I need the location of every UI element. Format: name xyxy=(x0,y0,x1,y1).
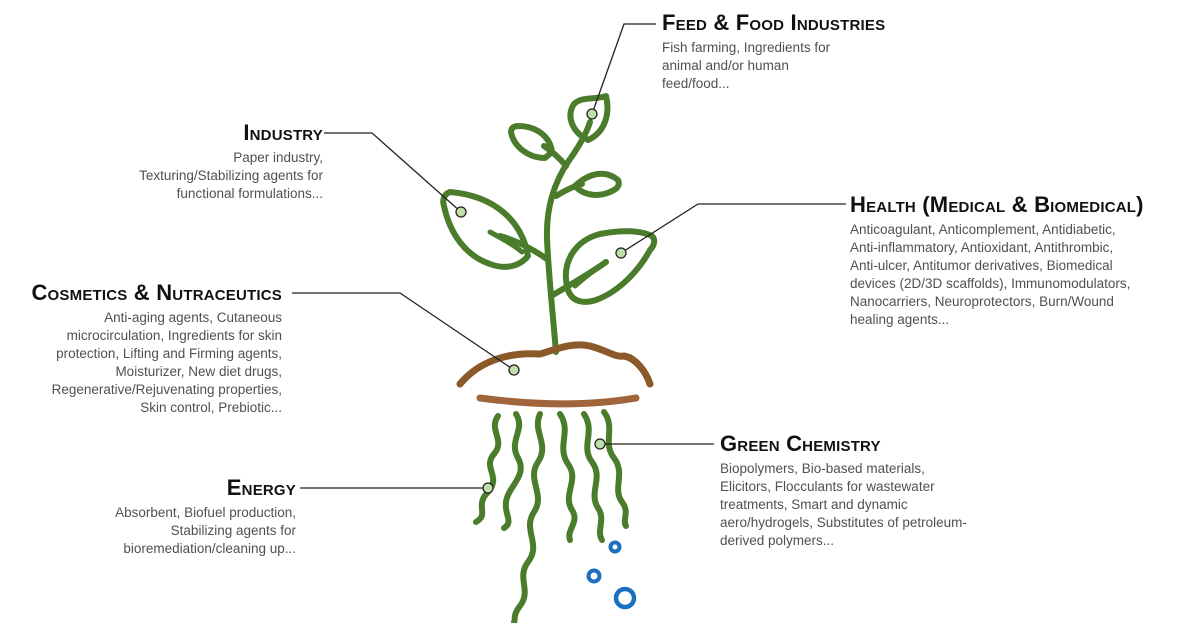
description-line: protection, Lifting and Firming agents, xyxy=(56,346,282,361)
dot-health xyxy=(615,247,627,259)
description-line: feed/food... xyxy=(662,76,730,91)
description-line: Regenerative/Rejuvenating properties, xyxy=(51,382,282,397)
root-2 xyxy=(501,411,524,531)
description-line: Skin control, Prebiotic... xyxy=(140,400,282,415)
leaf-right-big xyxy=(562,228,658,305)
water-bubble-large xyxy=(613,586,637,610)
description-line: bioremediation/cleaning up... xyxy=(123,541,296,556)
soil-line xyxy=(476,394,640,408)
leaf-left-big xyxy=(440,189,531,270)
section-green-chemistry: Green Chemistry Biopolymers, Bio-based m… xyxy=(720,432,1020,550)
section-title: Green Chemistry xyxy=(720,431,881,456)
leader-health xyxy=(620,203,846,254)
leaf-upper-left xyxy=(508,123,555,161)
description-line: Stabilizing agents for xyxy=(170,523,296,538)
description-line: Anti-ulcer, Antitumor derivatives, Biome… xyxy=(850,258,1113,273)
section-title: Industry xyxy=(243,120,323,145)
section-description: Anticoagulant, Anticomplement, Antidiabe… xyxy=(850,221,1175,329)
section-description: Paper industry, Texturing/Stabilizing ag… xyxy=(40,149,323,203)
root-4 xyxy=(557,411,578,543)
description-line: devices (2D/3D scaffolds), Immunomodulat… xyxy=(850,276,1131,291)
leaf-right-small xyxy=(572,170,622,198)
root-1 xyxy=(473,413,502,525)
leader-industry xyxy=(324,132,462,213)
section-description: Absorbent, Biofuel production, Stabilizi… xyxy=(40,504,296,558)
dot-cosmetics xyxy=(508,364,520,376)
soil-mound xyxy=(456,341,654,388)
description-line: Absorbent, Biofuel production, xyxy=(115,505,296,520)
dot-feed xyxy=(586,108,598,120)
section-description: Fish farming, Ingredients for animal and… xyxy=(662,39,922,93)
section-description: Anti-aging agents, Cutaneous microcircul… xyxy=(10,309,282,417)
description-line: animal and/or human xyxy=(662,58,789,73)
description-line: Paper industry, xyxy=(233,150,323,165)
description-line: Elicitors, Flocculants for wastewater xyxy=(720,479,935,494)
root-3 xyxy=(511,411,546,623)
section-title: Cosmetics & Nutraceutics xyxy=(31,280,282,305)
description-line: healing agents... xyxy=(850,312,950,327)
section-title: Feed & Food Industries xyxy=(662,10,886,35)
section-title: Health (Medical & Biomedical) xyxy=(850,192,1144,217)
water-bubble-small xyxy=(608,540,622,554)
section-title: Energy xyxy=(226,475,296,500)
description-line: Anti-inflammatory, Antioxidant, Antithro… xyxy=(850,240,1114,255)
description-line: Moisturizer, New diet drugs, xyxy=(115,364,282,379)
leaf-top xyxy=(567,93,611,143)
section-description: Biopolymers, Bio-based materials, Elicit… xyxy=(720,460,1020,550)
description-line: Anticoagulant, Anticomplement, Antidiabe… xyxy=(850,222,1116,237)
description-line: derived polymers... xyxy=(720,533,835,548)
root-6 xyxy=(601,409,629,529)
section-industry: Industry Paper industry, Texturing/Stabi… xyxy=(40,121,323,203)
leader-feed xyxy=(591,23,656,115)
section-energy: Energy Absorbent, Biofuel production, St… xyxy=(40,476,296,558)
description-line: Anti-aging agents, Cutaneous xyxy=(104,310,282,325)
description-line: Biopolymers, Bio-based materials, xyxy=(720,461,925,476)
dot-industry xyxy=(455,206,467,218)
section-feed-food: Feed & Food Industries Fish farming, Ing… xyxy=(662,11,922,93)
root-5 xyxy=(581,411,605,543)
description-line: Fish farming, Ingredients for xyxy=(662,40,831,55)
description-line: aero/hydrogels, Substitutes of petroleum… xyxy=(720,515,967,530)
water-bubble-medium xyxy=(586,568,602,584)
section-health: Health (Medical & Biomedical) Anticoagul… xyxy=(850,193,1175,329)
dot-energy xyxy=(482,482,494,494)
dot-green xyxy=(594,438,606,450)
description-line: Texturing/Stabilizing agents for xyxy=(139,168,323,183)
description-line: Nanocarriers, Neuroprotectors, Burn/Woun… xyxy=(850,294,1114,309)
description-line: microcirculation, Ingredients for skin xyxy=(66,328,282,343)
description-line: functional formulations... xyxy=(176,186,323,201)
leader-cosmetics xyxy=(292,292,515,371)
section-cosmetics: Cosmetics & Nutraceutics Anti-aging agen… xyxy=(10,281,282,417)
description-line: treatments, Smart and dynamic xyxy=(720,497,908,512)
